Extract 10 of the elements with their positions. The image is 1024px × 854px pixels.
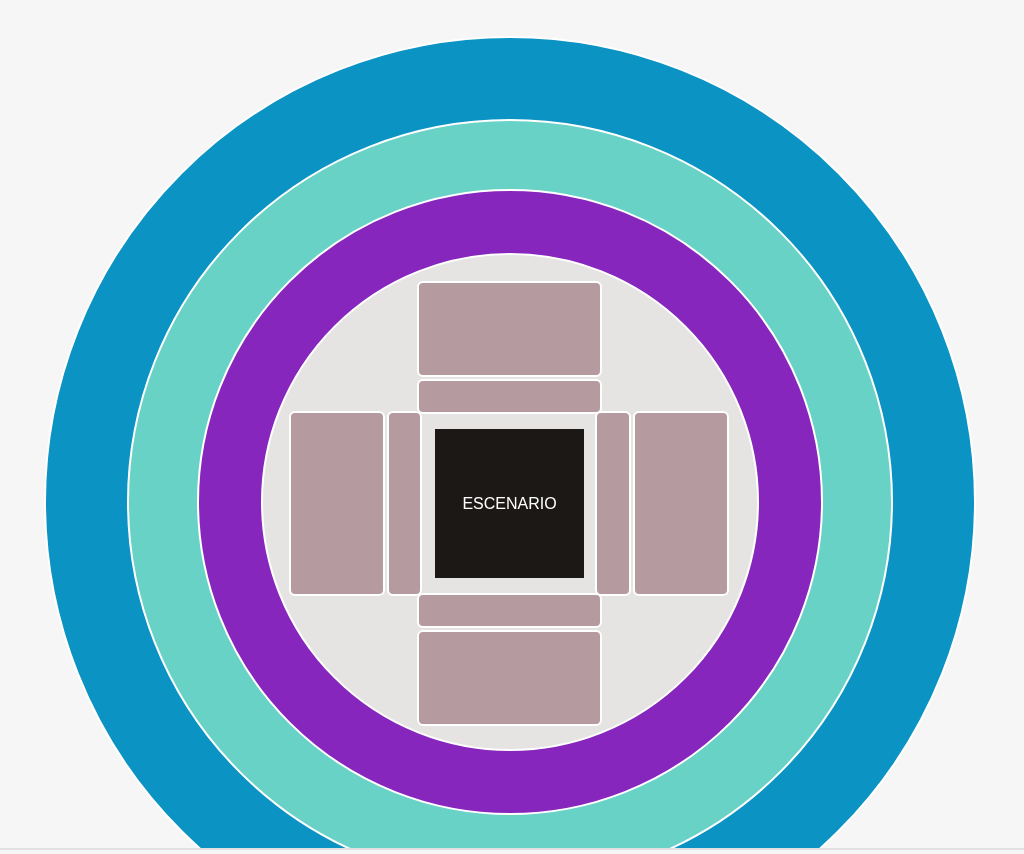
seating-section	[417, 593, 602, 628]
stage-box	[435, 429, 584, 578]
seating-section	[417, 630, 602, 726]
seating-section	[417, 379, 602, 414]
seating-section	[417, 281, 602, 377]
seating-section	[387, 411, 422, 596]
seating-section	[289, 411, 385, 596]
stage-label: ESCENARIO	[462, 494, 557, 513]
seating-section	[595, 411, 631, 596]
seating-section	[633, 411, 729, 596]
